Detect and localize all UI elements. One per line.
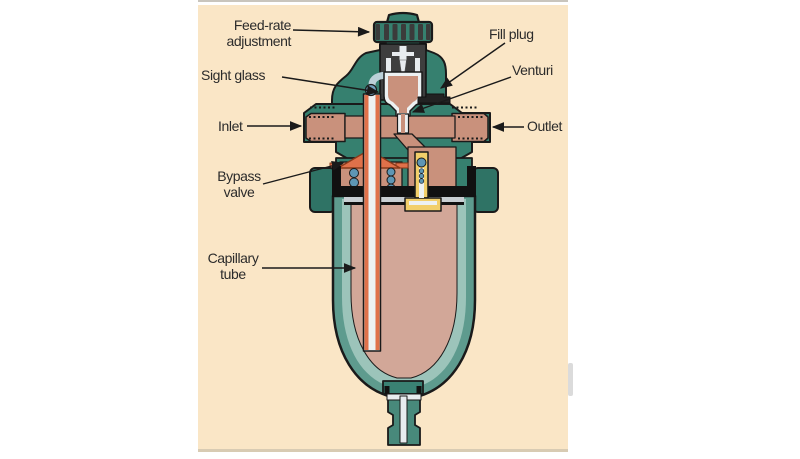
bypass-valve-leader-arrow [262,161,345,185]
capillary-tube [362,93,382,352]
clamp-band [332,166,476,205]
fill-plug [417,93,451,104]
check-balls [349,167,396,193]
label-inlet: Inlet [218,118,243,134]
leader-lines [247,26,524,273]
label-venturi: Venturi [512,62,553,78]
label-capillary-tube-line1: Capillary [208,250,259,266]
label-bypass-valve-line1: Bypass [217,168,261,184]
outlet-thread-dots [452,106,483,140]
knob-ribs [375,24,431,40]
thread-dots [309,106,483,140]
tpiece-ball [416,157,427,168]
sight-glass-leader-arrow [281,76,380,96]
pump-tpiece [404,151,442,212]
scrollbar-thumb[interactable] [568,363,573,396]
panel-top-rule [198,0,568,2]
label-outlet: Outlet [527,118,562,134]
label-capillary-tube-line2: tube [220,266,246,282]
labels: Feed-rate adjustment Sight glass Fill pl… [201,17,563,282]
inlet-port [305,112,346,143]
right-clamp-collar [472,167,499,213]
fill-plug-leader-arrow [439,42,506,89]
gasket [344,197,464,202]
feed-rate-leader-arrow [292,26,371,37]
left-clamp-collar [309,167,336,213]
label-feed-rate-line1: Feed-rate [234,17,292,33]
venturi-leader-arrow [411,76,512,113]
inlet-thread-dots [309,106,335,140]
label-fill-plug: Fill plug [489,26,534,42]
venturi-throat [396,113,410,134]
tpiece-spring [418,168,425,184]
label-feed-rate-line2: adjustment [227,33,292,49]
outlet-port [451,112,489,143]
reservoir-bowl [331,194,477,399]
label-sight-glass: Sight glass [201,67,265,83]
panel-bottom-rule [198,449,568,452]
label-bypass-valve-line2: valve [224,184,255,200]
drain-fitting [382,380,424,446]
